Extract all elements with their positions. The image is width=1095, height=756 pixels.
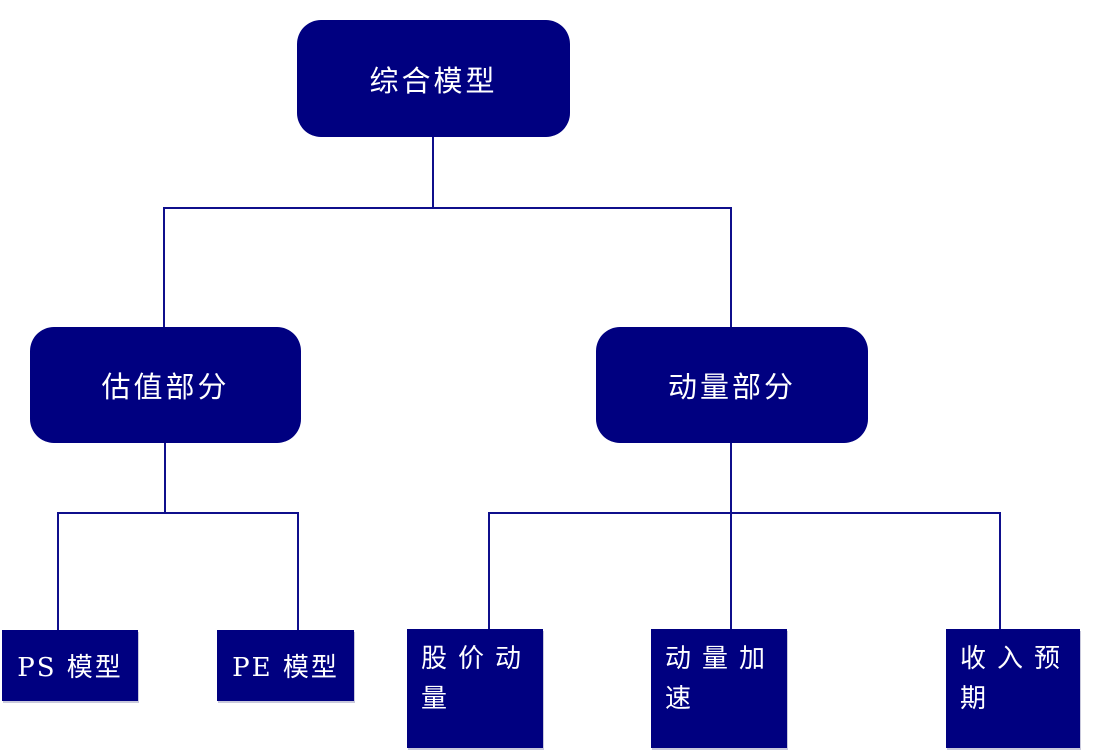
connector-valuation-stem (164, 443, 166, 513)
node-momentum-acceleration: 动量加速 (651, 629, 787, 748)
connector-to-revenue-expectation (999, 512, 1001, 629)
connector-root-stem (432, 137, 434, 208)
node-revenue-expectation: 收入预期 (946, 629, 1080, 748)
node-pe-model: PE 模型 (217, 630, 354, 701)
connector-valuation-horizontal (57, 512, 299, 514)
connector-to-ps-model (57, 512, 59, 630)
node-momentum-part: 动量部分 (596, 327, 868, 443)
connector-momentum-stem (730, 443, 732, 629)
connector-level1-horizontal (163, 207, 732, 209)
node-composite-model: 综合模型 (297, 20, 570, 137)
connector-to-valuation (163, 207, 165, 327)
connector-to-price-momentum (488, 512, 490, 629)
node-valuation-part: 估值部分 (30, 327, 301, 443)
connector-momentum-horizontal (488, 512, 1001, 514)
node-ps-model: PS 模型 (2, 630, 138, 701)
connector-to-pe-model (297, 512, 299, 630)
node-price-momentum: 股价动量 (407, 629, 543, 748)
connector-to-momentum (730, 207, 732, 327)
